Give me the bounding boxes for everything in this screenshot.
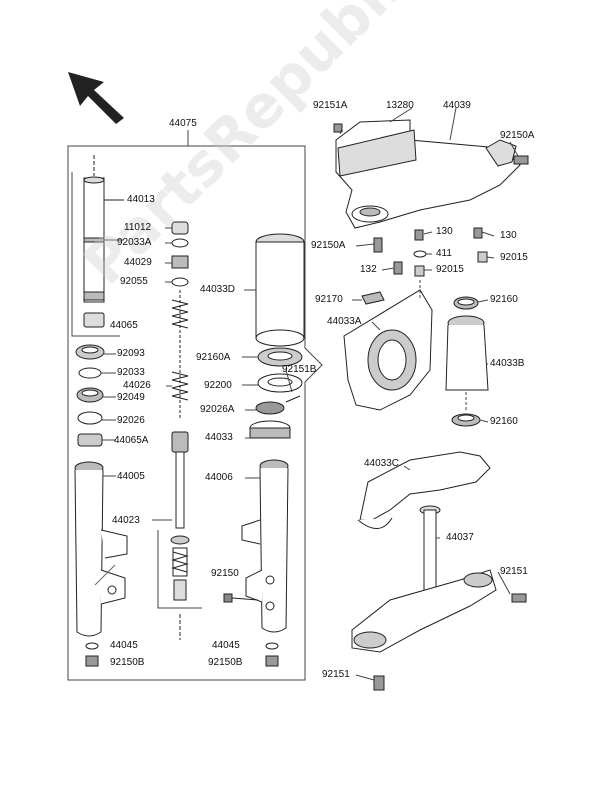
- washer-44045-left: [85, 642, 99, 650]
- label-44013: 44013: [127, 194, 155, 205]
- washer-44045-right: [265, 642, 279, 650]
- bolt-130-b: [473, 227, 483, 239]
- cover-tube-44033D: [255, 233, 305, 347]
- label-92151A: 92151A: [313, 100, 348, 111]
- washer-92026: [77, 411, 103, 425]
- oring-92055: [171, 277, 189, 287]
- bolt-92151-bottom: [373, 675, 385, 691]
- bolt-92150: [223, 593, 259, 603]
- outer-tube-44005: [74, 461, 128, 637]
- label-92150A-left: 92150A: [311, 240, 346, 251]
- label-44005: 44005: [117, 471, 145, 482]
- slide-bushing-44065: [83, 312, 105, 328]
- label-92026: 92026: [117, 415, 145, 426]
- label-44065: 44065: [110, 320, 138, 331]
- fork-spring-44026: [171, 290, 189, 420]
- bolt-92150A-left: [373, 237, 383, 253]
- label-92049: 92049: [117, 392, 145, 403]
- label-11012: 11012: [124, 222, 152, 233]
- bolt-132: [393, 261, 403, 275]
- label-130-b: 130: [500, 230, 517, 241]
- front-arrow-icon: [68, 72, 124, 124]
- label-44029: 44029: [124, 257, 152, 268]
- label-92150B-left: 92150B: [110, 657, 145, 668]
- label-44026: 44026: [123, 380, 151, 391]
- label-92170: 92170: [315, 294, 343, 305]
- label-92151-right: 92151: [500, 566, 528, 577]
- label-92033: 92033: [117, 367, 145, 378]
- damper-rod-44023: [157, 431, 202, 640]
- cover-44033A: [343, 289, 433, 411]
- label-92033A: 92033A: [117, 237, 152, 248]
- label-92150A-top: 92150A: [500, 130, 535, 141]
- collar-92015-b: [477, 251, 488, 263]
- bolt-92150B-left: [85, 655, 99, 667]
- label-92160-bottom: 92160: [490, 416, 518, 427]
- collar-92015-a: [414, 265, 425, 277]
- seal-92160-top: [453, 296, 479, 310]
- bushing-92026A: [255, 395, 301, 415]
- label-44045-left: 44045: [110, 640, 138, 651]
- cover-44033C: [357, 451, 491, 529]
- label-92151-bottom: 92151: [322, 669, 350, 680]
- label-92160A: 92160A: [196, 352, 231, 363]
- adjuster-44029: [171, 255, 189, 269]
- label-92150: 92150: [211, 568, 239, 579]
- bracket-92170: [361, 291, 385, 305]
- circlip-92033: [78, 367, 102, 379]
- outer-tube-44006: [241, 459, 289, 633]
- label-44006: 44006: [205, 472, 233, 483]
- label-44033C: 44033C: [364, 458, 400, 469]
- label-411: 411: [436, 248, 452, 259]
- label-44065A: 44065A: [114, 435, 149, 446]
- label-44039: 44039: [443, 100, 471, 111]
- seal-92093: [75, 344, 105, 360]
- label-92150B-right: 92150B: [208, 657, 243, 668]
- tube-44033: [249, 420, 291, 439]
- label-130-a: 130: [436, 226, 453, 237]
- inner-tube-44013: [71, 155, 124, 337]
- upper-cover-44033B: [445, 315, 489, 391]
- label-92015-b: 92015: [500, 252, 528, 263]
- label-44033B: 44033B: [490, 358, 525, 369]
- washer-411: [413, 250, 427, 258]
- bolt-130-a: [414, 229, 424, 241]
- bolt-92151-right: [511, 593, 527, 603]
- label-44023: 44023: [112, 515, 140, 526]
- label-13280: 13280: [386, 100, 414, 111]
- label-44075: 44075: [169, 118, 197, 129]
- label-92160-top: 92160: [490, 294, 518, 305]
- label-92055: 92055: [120, 276, 148, 287]
- bolt-92150B-right: [265, 655, 279, 667]
- leader-lines: [101, 107, 519, 681]
- oil-seal-92049: [76, 387, 104, 403]
- label-44033: 44033: [205, 432, 233, 443]
- seal-92160-bottom: [451, 413, 481, 427]
- label-92026A: 92026A: [200, 404, 235, 415]
- washer-92200: [257, 373, 303, 393]
- label-44045-right: 44045: [212, 640, 240, 651]
- label-92200: 92200: [204, 380, 232, 391]
- bushing-44065A: [77, 433, 103, 447]
- label-44037: 44037: [446, 532, 474, 543]
- label-132: 132: [360, 264, 377, 275]
- gasket-92160A: [257, 347, 303, 367]
- bolt-92150A-top: [513, 155, 529, 165]
- label-44033D: 44033D: [200, 284, 236, 295]
- label-92151B: 92151B: [282, 364, 317, 375]
- steering-stem-44037: [351, 505, 497, 653]
- label-92093: 92093: [117, 348, 145, 359]
- upper-bracket-44039: [335, 119, 521, 229]
- label-92015-a: 92015: [436, 264, 464, 275]
- label-44033A: 44033A: [327, 316, 362, 327]
- fork-assembly-frame: [67, 145, 323, 681]
